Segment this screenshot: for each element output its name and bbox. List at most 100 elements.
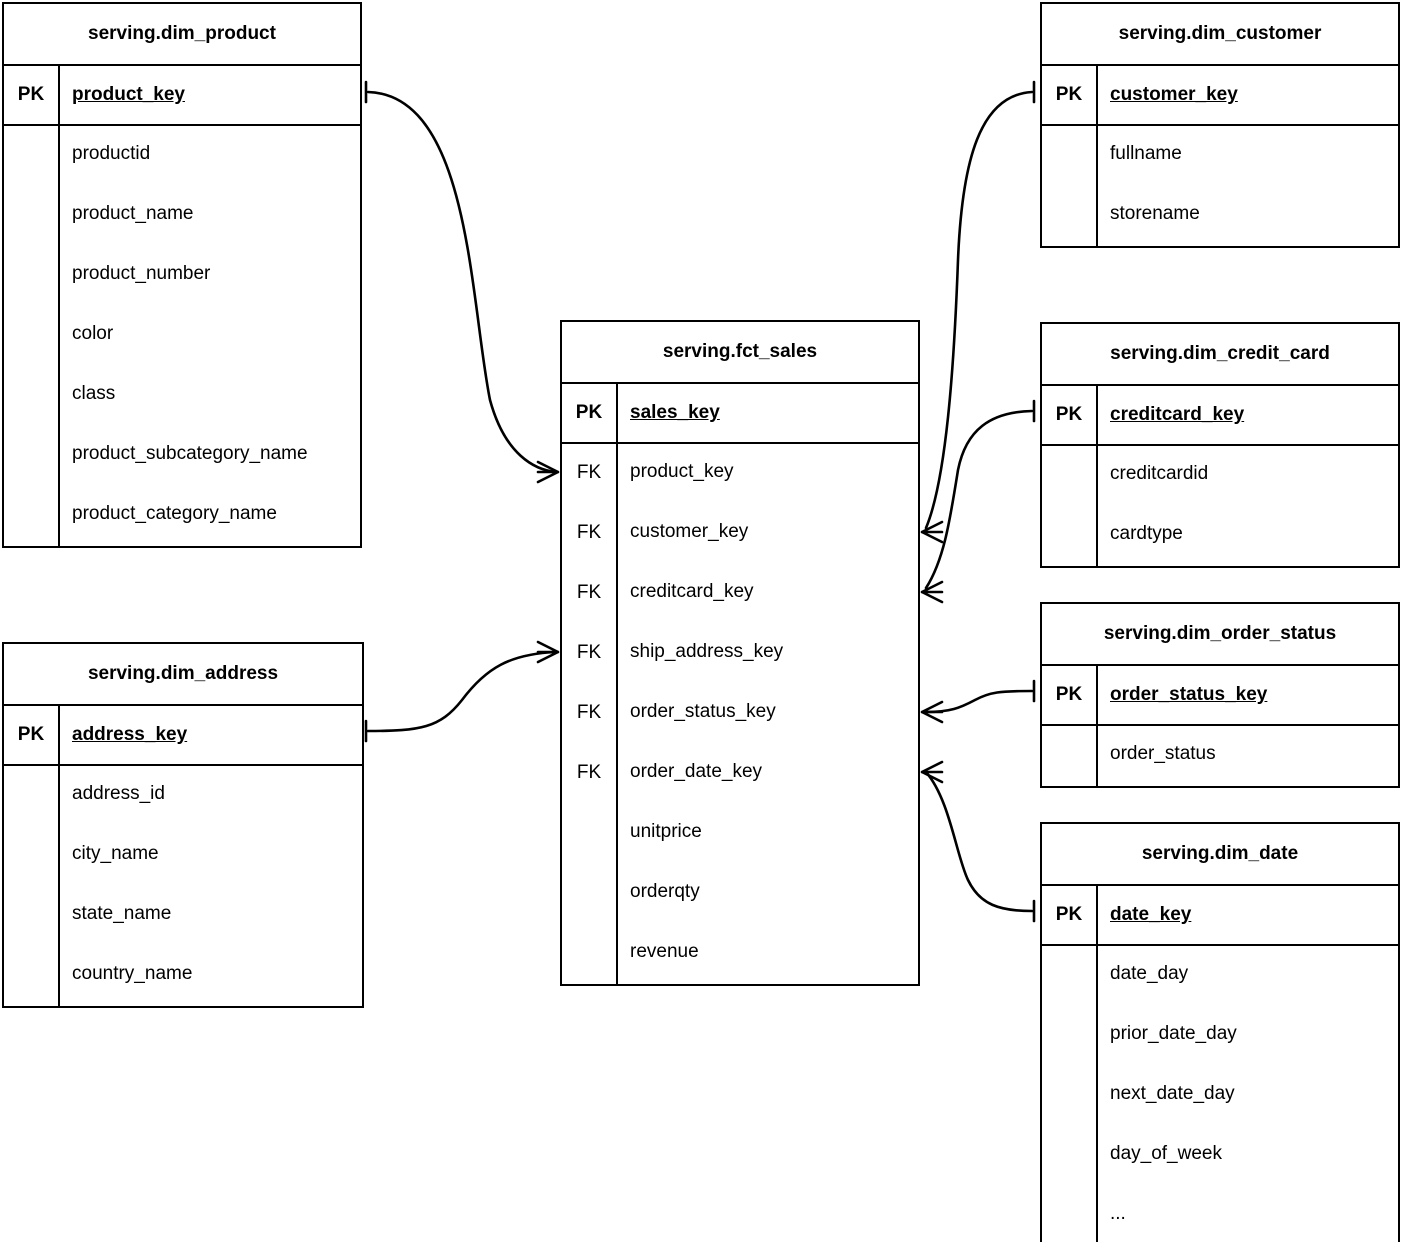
column-row[interactable]: color — [4, 306, 360, 366]
key-badge — [4, 886, 60, 946]
entity-title: serving.fct_sales — [562, 322, 918, 384]
column-name: order_date_key — [630, 761, 763, 782]
pk-row[interactable]: PK product_key — [4, 66, 360, 126]
column-row[interactable]: class — [4, 366, 360, 426]
key-badge — [562, 864, 618, 924]
column-row[interactable]: revenue — [562, 924, 918, 984]
pk-badge: PK — [4, 706, 60, 764]
pk-column-name: order_status_key — [1110, 684, 1268, 705]
column-row[interactable]: product_subcategory_name — [4, 426, 360, 486]
key-badge — [1042, 506, 1098, 566]
column-name: cardtype — [1110, 523, 1183, 544]
edge-address-sales — [366, 650, 558, 733]
entity-dim-customer[interactable]: serving.dim_customer PK customer_key ful… — [1040, 2, 1400, 248]
column-name: unitprice — [630, 821, 702, 842]
crowsfoot-customer-sales — [920, 520, 944, 544]
pk-column-name: address_key — [72, 724, 188, 745]
column-row[interactable]: product_category_name — [4, 486, 360, 546]
key-badge — [1042, 726, 1098, 786]
column-row[interactable]: order_status — [1042, 726, 1398, 786]
column-name: product_name — [72, 203, 194, 224]
key-badge — [4, 826, 60, 886]
entity-dim-credit-card[interactable]: serving.dim_credit_card PK creditcard_ke… — [1040, 322, 1400, 568]
column-row[interactable]: fullname — [1042, 126, 1398, 186]
column-list: creditcardid cardtype — [1042, 446, 1398, 566]
fk-badge: FK — [562, 744, 618, 804]
column-row[interactable]: FK order_date_key — [562, 744, 918, 804]
key-badge — [4, 366, 60, 426]
entity-dim-product[interactable]: serving.dim_product PK product_key produ… — [2, 2, 362, 548]
column-name: order_status — [1110, 743, 1216, 764]
pk-badge: PK — [1042, 66, 1098, 124]
column-name: product_subcategory_name — [72, 443, 308, 464]
column-name: order_status_key — [630, 701, 776, 722]
key-badge — [4, 426, 60, 486]
pk-row[interactable]: PK customer_key — [1042, 66, 1398, 126]
crowsfoot-orderstatus-sales — [920, 700, 944, 724]
column-list: productid product_name product_number co… — [4, 126, 360, 546]
column-row[interactable]: FK customer_key — [562, 504, 918, 564]
entity-dim-address[interactable]: serving.dim_address PK address_key addre… — [2, 642, 364, 1008]
column-name: productid — [72, 143, 151, 164]
column-row[interactable]: ... — [1042, 1186, 1398, 1242]
column-row[interactable]: FK creditcard_key — [562, 564, 918, 624]
edge-customer-sales — [924, 90, 1034, 530]
edge-product-sales — [366, 90, 558, 474]
column-row[interactable]: state_name — [4, 886, 362, 946]
column-row[interactable]: unitprice — [562, 804, 918, 864]
key-badge — [1042, 1066, 1098, 1126]
column-row[interactable]: country_name — [4, 946, 362, 1006]
column-row[interactable]: product_number — [4, 246, 360, 306]
edge-orderstatus-sales — [924, 689, 1034, 714]
column-row[interactable]: FK order_status_key — [562, 684, 918, 744]
column-row[interactable]: productid — [4, 126, 360, 186]
column-row[interactable]: city_name — [4, 826, 362, 886]
column-row[interactable]: address_id — [4, 766, 362, 826]
column-name: creditcard_key — [630, 581, 754, 602]
column-row[interactable]: prior_date_day — [1042, 1006, 1398, 1066]
pk-row[interactable]: PK creditcard_key — [1042, 386, 1398, 446]
column-row[interactable]: storename — [1042, 186, 1398, 246]
entity-fct-sales[interactable]: serving.fct_sales PK sales_key FK produc… — [560, 320, 920, 986]
column-name: prior_date_day — [1110, 1023, 1237, 1044]
key-badge — [4, 126, 60, 186]
key-badge — [1042, 126, 1098, 186]
column-row[interactable]: orderqty — [562, 864, 918, 924]
column-name: product_key — [630, 461, 734, 482]
entity-dim-date[interactable]: serving.dim_date PK date_key date_day pr… — [1040, 822, 1400, 1242]
column-row[interactable]: next_date_day — [1042, 1066, 1398, 1126]
key-badge — [4, 486, 60, 546]
entity-dim-order-status[interactable]: serving.dim_order_status PK order_status… — [1040, 602, 1400, 788]
pk-column-name: sales_key — [630, 402, 720, 423]
column-name: ... — [1110, 1203, 1126, 1224]
key-badge — [4, 306, 60, 366]
pk-badge: PK — [4, 66, 60, 124]
column-name: fullname — [1110, 143, 1182, 164]
pk-row[interactable]: PK date_key — [1042, 886, 1398, 946]
column-row[interactable]: FK product_key — [562, 444, 918, 504]
column-row[interactable]: FK ship_address_key — [562, 624, 918, 684]
key-badge — [1042, 1126, 1098, 1186]
key-badge — [562, 924, 618, 984]
column-row[interactable]: day_of_week — [1042, 1126, 1398, 1186]
pk-row[interactable]: PK order_status_key — [1042, 666, 1398, 726]
pk-row[interactable]: PK address_key — [4, 706, 362, 766]
column-name: product_category_name — [72, 503, 277, 524]
column-row[interactable]: product_name — [4, 186, 360, 246]
column-name: orderqty — [630, 881, 700, 902]
key-badge — [4, 946, 60, 1006]
column-row[interactable]: date_day — [1042, 946, 1398, 1006]
column-row[interactable]: creditcardid — [1042, 446, 1398, 506]
fk-badge: FK — [562, 564, 618, 624]
key-badge — [562, 804, 618, 864]
column-name: country_name — [72, 963, 193, 984]
fk-badge: FK — [562, 504, 618, 564]
pk-column-name: creditcard_key — [1110, 404, 1245, 425]
column-name: city_name — [72, 843, 159, 864]
pk-badge: PK — [1042, 886, 1098, 944]
pk-row[interactable]: PK sales_key — [562, 384, 918, 444]
column-list: fullname storename — [1042, 126, 1398, 246]
column-row[interactable]: cardtype — [1042, 506, 1398, 566]
column-name: color — [72, 323, 114, 344]
